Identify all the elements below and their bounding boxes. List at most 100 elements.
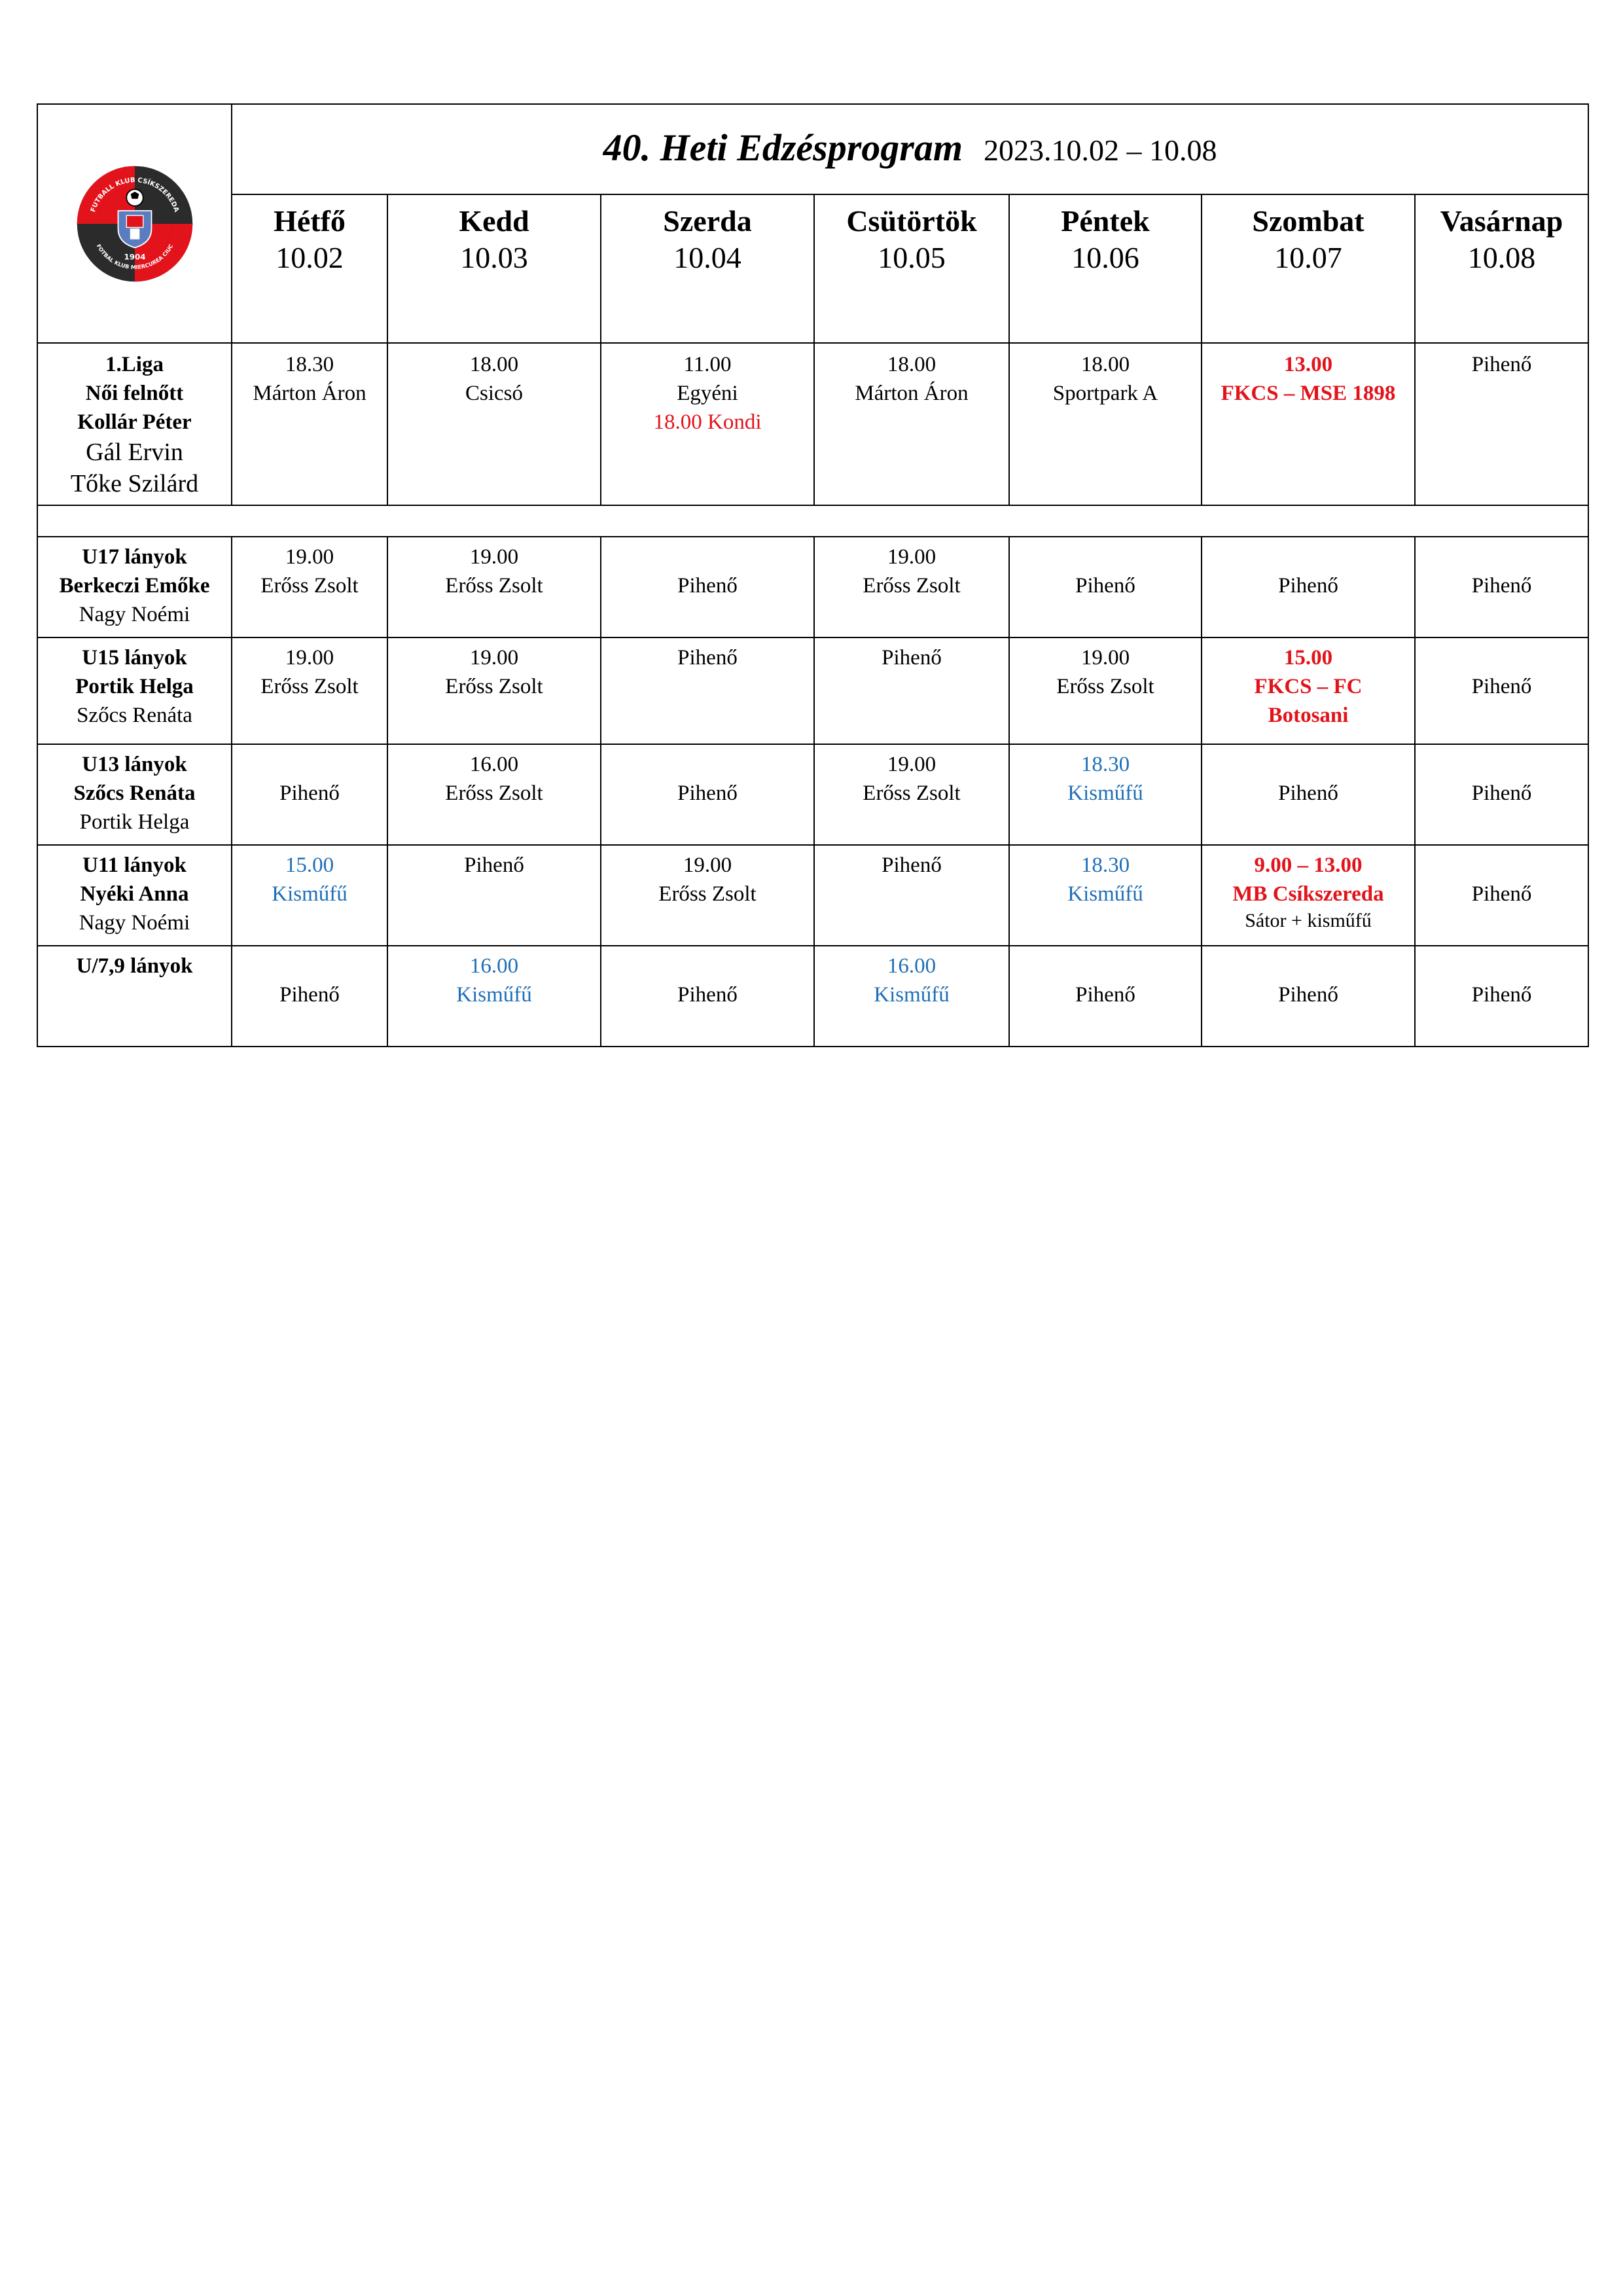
session-time: 19.00	[683, 853, 732, 877]
session-time: 19.00	[887, 753, 936, 776]
session-time: 19.00	[469, 545, 519, 569]
day-name: Hétfő	[274, 204, 346, 238]
session-time: 18.30	[285, 353, 334, 376]
day-name: Kedd	[459, 204, 529, 238]
session-location: Erőss Zsolt	[445, 781, 543, 805]
title-row: FUTBALL KLUB CSÍKSZEREDA FOTBAL KLUB MIE…	[37, 103, 1590, 344]
logo-cell: FUTBALL KLUB CSÍKSZEREDA FOTBAL KLUB MIE…	[37, 103, 232, 344]
session-time: 18.00	[887, 353, 936, 376]
schedule-cell: Pihenő	[1008, 536, 1202, 638]
session-time: 18.30	[1080, 853, 1130, 877]
rest-label: Pihenő	[1471, 781, 1532, 805]
match-venue: Sátor + kisműfű	[1245, 910, 1372, 931]
rest-label: Pihenő	[882, 646, 942, 670]
session-time: 18.30	[1080, 753, 1130, 776]
day-name: Szombat	[1252, 204, 1364, 238]
rest-label: Pihenő	[1278, 574, 1338, 598]
team-cell-u11: U11 lányok Nyéki Anna Nagy Noémi	[37, 844, 232, 946]
schedule-cell: Pihenő	[1201, 744, 1416, 846]
schedule-cell: Pihenő	[1414, 637, 1590, 745]
schedule-cell: Pihenő	[600, 945, 815, 1047]
match-cell: 13.00 FKCS – MSE 1898	[1201, 342, 1416, 506]
schedule-cell: 18.00 Csicsó	[387, 342, 601, 506]
rest-label: Pihenő	[279, 781, 340, 805]
session-time: 19.00	[285, 646, 334, 670]
team-cell-u17: U17 lányok Berkeczi Emőke Nagy Noémi	[37, 536, 232, 638]
match-name: MB Csíkszereda	[1232, 882, 1384, 906]
session-location: Kisműfű	[874, 983, 950, 1007]
schedule-cell: Pihenő	[1414, 342, 1590, 506]
day-date: 10.08	[1467, 241, 1536, 274]
day-name: Szerda	[663, 204, 752, 238]
schedule-cell: Pihenő	[1414, 844, 1590, 946]
session-location: Márton Áron	[855, 382, 969, 405]
session-location: Erőss Zsolt	[445, 574, 543, 598]
svg-text:1904: 1904	[124, 252, 145, 261]
day-name: Csütörtök	[846, 204, 977, 238]
match-time: 13.00	[1283, 353, 1333, 376]
session-time: 16.00	[887, 954, 936, 978]
rest-label: Pihenő	[1075, 574, 1135, 598]
team-coach: Szőcs Renáta	[73, 781, 196, 805]
schedule-cell: Pihenő	[1414, 744, 1590, 846]
day-date: 10.06	[1071, 241, 1139, 274]
rest-label: Pihenő	[677, 646, 738, 670]
team-row-u17: U17 lányok Berkeczi Emőke Nagy Noémi 19.…	[37, 536, 1590, 638]
team-coach: Berkeczi Emőke	[59, 574, 210, 598]
session-location: Erőss Zsolt	[445, 675, 543, 698]
page-title: 40. Heti Edzésprogram	[603, 126, 963, 169]
rest-label: Pihenő	[1471, 983, 1532, 1007]
schedule-cell: Pihenő	[387, 844, 601, 946]
day-date: 10.05	[878, 241, 946, 274]
rest-label: Pihenő	[1471, 675, 1532, 698]
match-time: 9.00 – 13.00	[1254, 853, 1363, 877]
team-coach: Tőke Szilárd	[70, 470, 199, 497]
team-coach: Portik Helga	[75, 675, 194, 698]
team-row-u15: U15 lányok Portik Helga Szőcs Renáta 19.…	[37, 637, 1590, 745]
match-time: 15.00	[1283, 646, 1333, 670]
rest-label: Pihenő	[677, 781, 738, 805]
schedule-cell: 18.00 Márton Áron	[813, 342, 1010, 506]
session-location: Kisműfű	[1067, 781, 1143, 805]
rest-label: Pihenő	[464, 853, 524, 877]
team-assistant: Szőcs Renáta	[77, 704, 192, 727]
schedule-cell: Pihenő	[231, 744, 388, 846]
session-time: 19.00	[469, 646, 519, 670]
session-time: 16.00	[469, 753, 519, 776]
team-coach: Kollár Péter	[77, 410, 192, 434]
team-name: U17 lányok	[82, 545, 187, 569]
schedule-cell: Pihenő	[600, 744, 815, 846]
day-date: 10.04	[673, 241, 741, 274]
session-location: Csicsó	[465, 382, 523, 405]
team-coach: Gál Ervin	[86, 439, 183, 466]
schedule-table: FUTBALL KLUB CSÍKSZEREDA FOTBAL KLUB MIE…	[36, 103, 1590, 1047]
schedule-cell: Pihenő	[1414, 945, 1590, 1047]
session-time: 19.00	[1080, 646, 1130, 670]
session-location: Márton Áron	[253, 382, 366, 405]
session-location: Kisműfű	[1067, 882, 1143, 906]
day-date: 10.07	[1274, 241, 1342, 274]
match-name: Botosani	[1268, 704, 1349, 727]
rest-label: Pihenő	[1471, 574, 1532, 598]
spacer-cell	[36, 505, 1590, 537]
team-name: U13 lányok	[82, 753, 187, 776]
